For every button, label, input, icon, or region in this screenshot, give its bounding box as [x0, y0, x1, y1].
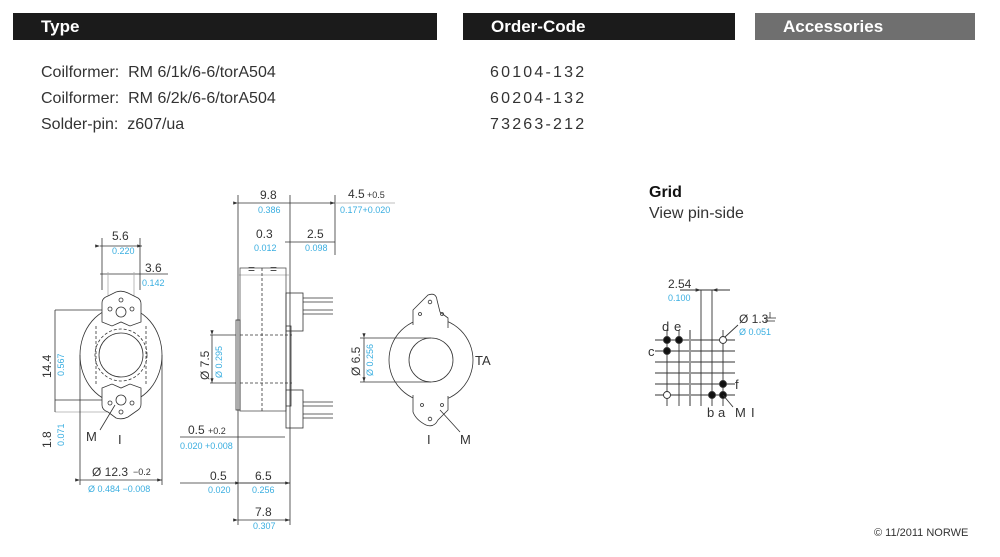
dim-body-in: 0.256 [252, 485, 275, 495]
dim-pin-pos: 2.5 [307, 227, 324, 241]
dim-pin-len-tol: +0.5 [367, 190, 385, 200]
grid-hole-in: Ø 0.051 [739, 327, 771, 337]
dim-overall: 7.8 [255, 505, 272, 519]
order-code-value[interactable]: 60204-132 [490, 90, 587, 107]
type-row: Solder-pin: z607/ua [41, 115, 184, 135]
dim-overall-in: 0.307 [253, 521, 276, 531]
order-code-header: Order-Code [463, 13, 735, 40]
type-value: RM 6/2k/6-6/torA504 [128, 90, 276, 107]
dim-width-top: 5.6 [112, 229, 129, 243]
grid-pins [663, 336, 734, 408]
front-view-labels: 5.6 0.220 3.6 0.142 14.4 0.567 1.8 0.071… [40, 229, 165, 494]
grid-pitch-in: 0.100 [668, 293, 691, 303]
dim-bottom: 1.8 [40, 431, 54, 448]
grid-pitch: 2.54 [668, 277, 692, 291]
side-view [180, 195, 395, 525]
grid-hole: Ø 1.3 [739, 312, 769, 326]
pin-c [663, 347, 671, 355]
grid-labels: 2.54 0.100 Ø 1.3 Ø 0.051 d e c f b a M I [648, 277, 771, 420]
pin-label-d: d [662, 319, 669, 334]
pin-e [675, 336, 683, 344]
pin-hole [719, 336, 727, 344]
grid-title: Grid [649, 184, 682, 201]
side-view-labels: 9.8 0.386 4.5 +0.5 0.177+0.020 0.3 0.012… [180, 187, 390, 531]
dim-pin-pos-in: 0.098 [305, 243, 328, 253]
type-row: Coilformer: RM 6/2k/6-6/torA504 [41, 89, 276, 109]
dim-slot: 0.5 [188, 423, 205, 437]
dim-inner-in: Ø 0.256 [365, 344, 375, 376]
order-code-value[interactable]: 73263-212 [490, 116, 587, 133]
dim-diameter-tol: −0.2 [133, 467, 151, 477]
dim-total-in: 0.386 [258, 205, 281, 215]
pin-d [663, 336, 671, 344]
dim-slot-in: 0.020 +0.008 [180, 441, 233, 451]
pin-label-a: a [718, 405, 726, 420]
label-i: I [427, 432, 431, 447]
dim-total: 9.8 [260, 188, 277, 202]
dim-bottom-in: 0.071 [56, 423, 66, 446]
dim-diameter-in: Ø 0.484 −0.008 [88, 484, 150, 494]
dim-core-in: Ø 0.295 [214, 346, 224, 378]
dim-width-top-in: 0.220 [112, 246, 135, 256]
dim-pin-offset-in: 0.142 [142, 278, 165, 288]
dim-height-in: 0.567 [56, 353, 66, 376]
type-header: Type [13, 13, 437, 40]
top-view-labels: Ø 6.5 Ø 0.256 TA M I [349, 344, 491, 447]
pin-b [708, 391, 716, 399]
equal-mark: = [270, 262, 277, 276]
dim-flange-in: 0.020 [208, 485, 231, 495]
copyright-footer: © 11/2011 NORWE [874, 527, 969, 539]
equal-mark: = [248, 262, 255, 276]
dim-pin-len-in: 0.177+0.020 [340, 205, 390, 215]
dim-diameter: Ø 12.3 [92, 465, 128, 479]
order-code-value[interactable]: 60104-132 [490, 64, 587, 81]
dim-slot-tol: +0.2 [208, 426, 226, 436]
type-label: Coilformer: [41, 64, 120, 81]
front-view [54, 238, 168, 485]
type-label: Solder-pin: [41, 116, 119, 133]
pin-hole [663, 391, 671, 399]
dim-wall-in: 0.012 [254, 243, 277, 253]
top-view [360, 293, 474, 433]
dim-inner: Ø 6.5 [349, 346, 363, 376]
accessories-header: Accessories [755, 13, 975, 40]
dim-pin-len: 4.5 [348, 187, 365, 201]
dim-wall: 0.3 [256, 227, 273, 241]
label-m: M [86, 429, 97, 444]
grid-subtitle: View pin-side [649, 205, 744, 222]
dim-body: 6.5 [255, 469, 272, 483]
label-m: M [460, 432, 471, 447]
label-ta: TA [475, 353, 491, 368]
pin-label-e: e [674, 319, 681, 334]
dim-height: 14.4 [40, 354, 54, 378]
pin-label-m: M [735, 405, 746, 420]
pin-label-i: I [751, 405, 755, 420]
pin-label-f: f [735, 377, 739, 392]
pin-f [719, 380, 727, 388]
ground-icon [764, 312, 776, 322]
pin-label-c: c [648, 344, 655, 359]
type-row: Coilformer: RM 6/1k/6-6/torA504 [41, 63, 276, 83]
type-value: RM 6/1k/6-6/torA504 [128, 64, 276, 81]
type-label: Coilformer: [41, 90, 120, 107]
pin-label-b: b [707, 405, 714, 420]
dim-flange: 0.5 [210, 469, 227, 483]
dim-core: Ø 7.5 [198, 350, 212, 380]
dim-pin-offset: 3.6 [145, 261, 162, 275]
type-value: z607/ua [127, 116, 185, 133]
label-i: I [118, 432, 122, 447]
